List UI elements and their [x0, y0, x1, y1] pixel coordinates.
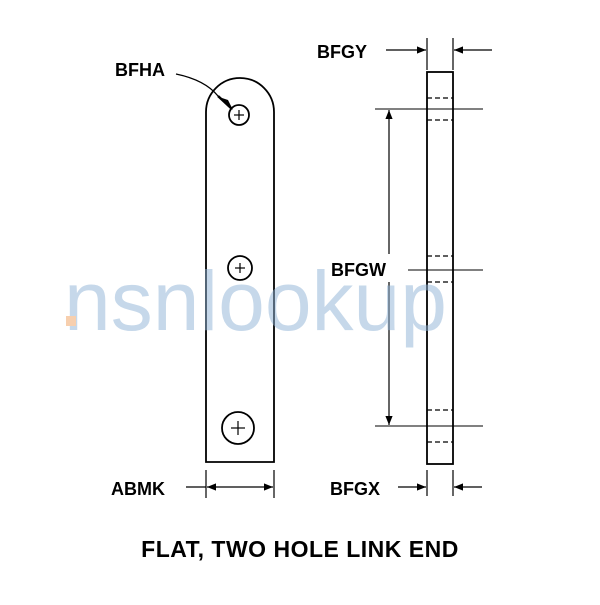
hole-top [228, 104, 250, 126]
center-lines [375, 108, 483, 427]
side-outline [426, 71, 454, 465]
thickness-label: BFGY [317, 42, 367, 62]
hidden-lines [427, 97, 453, 443]
diagram-caption: FLAT, TWO HOLE LINK END [141, 536, 459, 562]
hole-middle [227, 255, 253, 281]
hole-spacing-label-bg [330, 254, 408, 282]
watermark-accent-dot [66, 316, 76, 326]
hole-bottom [221, 411, 255, 445]
hole-diameter-leader [175, 73, 219, 97]
front-view [175, 73, 275, 498]
plate-outline [205, 77, 275, 463]
hole-diameter-label: BFHA [115, 60, 165, 80]
width-label: ABMK [111, 479, 165, 499]
hole-spacing-label: BFGW [331, 260, 386, 280]
edge-offset-label: BFGX [330, 479, 380, 499]
side-view [375, 38, 492, 496]
